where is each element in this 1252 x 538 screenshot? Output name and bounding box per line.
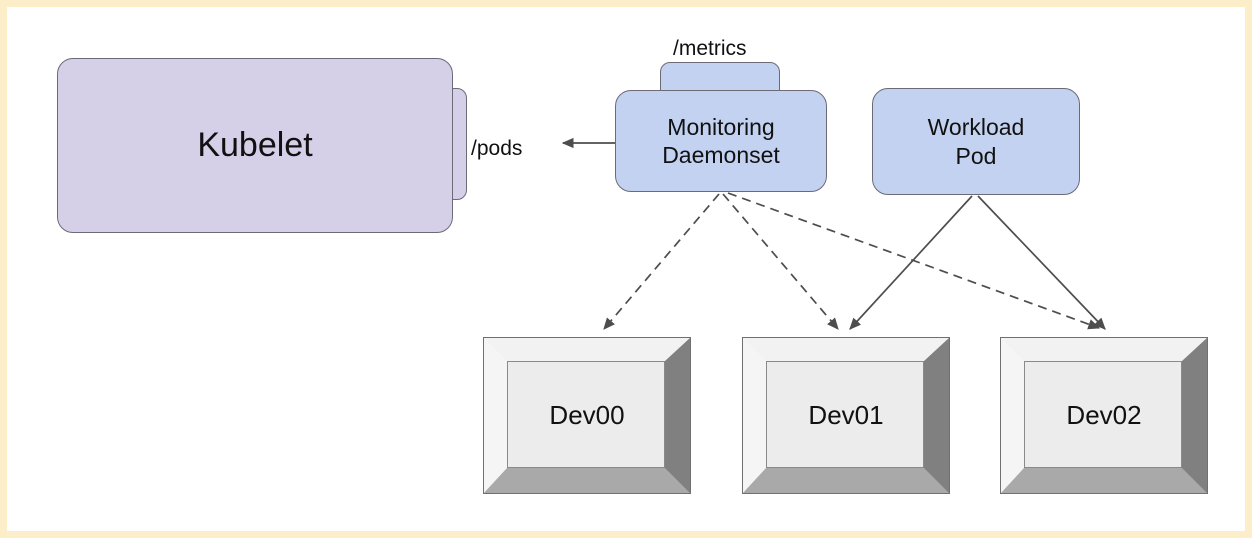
node-workload-pod[interactable]: Workload Pod (872, 88, 1080, 195)
node-dev01[interactable]: Dev01 (742, 337, 950, 494)
node-kubelet[interactable]: Kubelet (57, 58, 453, 233)
node-dev01-label: Dev01 (808, 400, 884, 430)
node-monitoring-daemonset[interactable]: Monitoring Daemonset (615, 90, 827, 192)
edges-layer (561, 137, 1106, 330)
node-monitoring-label-line1: Monitoring (667, 113, 775, 140)
node-workload-label-line1: Workload (927, 114, 1025, 141)
node-monitoring-label-line2: Daemonset (662, 142, 780, 168)
node-workload-label-line2: Pod (955, 142, 997, 169)
dev01-inner-panel (766, 361, 924, 468)
edge-workload-to-dev01 (849, 195, 973, 330)
node-dev02[interactable]: Dev02 (1000, 337, 1208, 494)
node-dev02-label: Dev02 (1066, 400, 1142, 430)
dev00-inner-panel (507, 361, 665, 468)
edge-monitoring-to-dev00 (603, 193, 720, 330)
node-kubelet-label: Kubelet (197, 126, 313, 164)
pods-endpoint-label: /pods (471, 137, 523, 160)
metrics-endpoint-label: /metrics (673, 37, 747, 60)
node-dev00[interactable]: Dev00 (483, 337, 691, 494)
dev02-inner-panel (1024, 361, 1182, 468)
edge-monitoring-to-dev01 (722, 193, 839, 330)
diagram-canvas: Kubelet /pods /metrics Monitoring Daemon… (7, 7, 1245, 531)
node-dev00-label: Dev00 (549, 400, 625, 430)
edge-workload-to-dev02 (977, 195, 1106, 330)
